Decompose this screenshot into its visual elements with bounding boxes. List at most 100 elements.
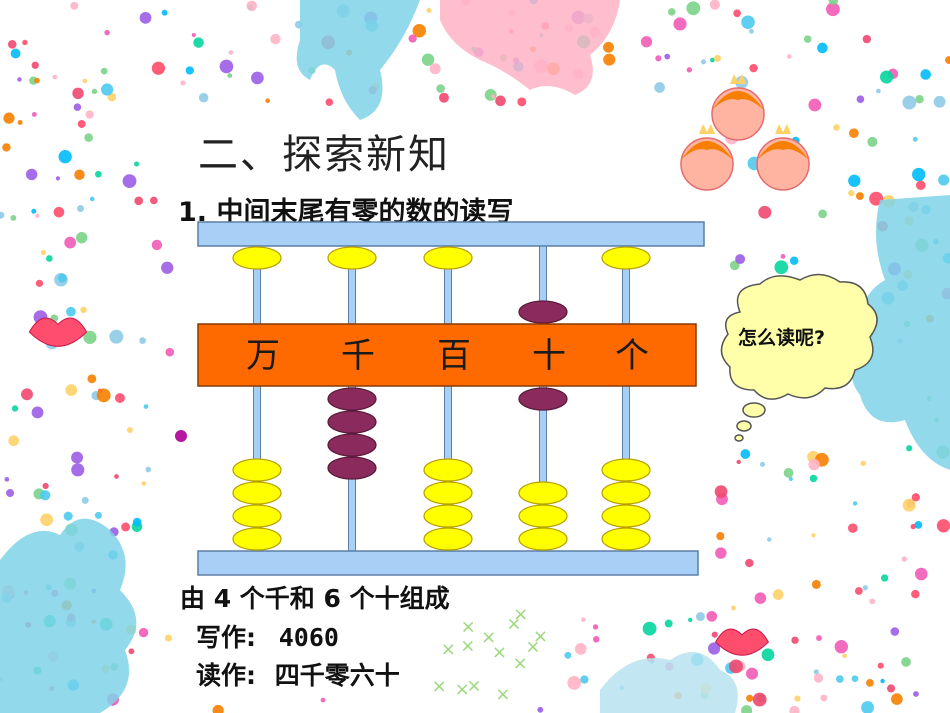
x-mark-decoration: × xyxy=(481,627,496,648)
confetti-dot xyxy=(808,98,822,112)
confetti-dot xyxy=(40,513,54,527)
x-mark-decoration: × xyxy=(506,614,521,635)
confetti-dot xyxy=(603,53,616,66)
confetti-dot xyxy=(911,589,920,599)
confetti-dot xyxy=(121,522,131,532)
confetti-dot xyxy=(788,477,793,482)
confetti-dot xyxy=(63,511,73,521)
bead-active xyxy=(327,433,377,457)
x-mark-decoration: × xyxy=(467,676,482,697)
confetti-dot xyxy=(902,498,916,512)
confetti-dot xyxy=(185,66,194,75)
confetti-dot xyxy=(901,657,911,667)
confetti-dot xyxy=(35,279,44,287)
confetti-dot xyxy=(867,136,878,147)
confetti-dot xyxy=(794,695,801,702)
confetti-dot xyxy=(640,36,653,48)
confetti-dot xyxy=(17,77,22,82)
bead-active xyxy=(327,410,377,434)
confetti-dot xyxy=(64,236,77,249)
confetti-dot xyxy=(915,180,926,191)
confetti-dot xyxy=(880,70,894,84)
confetti-dot xyxy=(191,32,196,38)
confetti-dot xyxy=(151,239,163,251)
page-title: 二、探索新知 xyxy=(198,132,450,178)
confetti-dot xyxy=(706,610,718,622)
confetti-dot xyxy=(21,388,33,401)
confetti-dot xyxy=(914,520,923,529)
confetti-dot xyxy=(581,617,586,622)
confetti-dot xyxy=(731,605,737,611)
confetti-dot xyxy=(836,675,844,683)
confetti-dot xyxy=(491,94,496,99)
confetti-dot xyxy=(436,84,445,93)
confetti-dot xyxy=(711,631,718,638)
confetti-dot xyxy=(100,67,108,75)
confetti-dot xyxy=(73,103,82,111)
confetti-dot xyxy=(820,694,828,702)
confetti-dot xyxy=(664,619,673,628)
confetti-dot xyxy=(31,406,44,419)
confetti-dot xyxy=(688,617,693,623)
confetti-dot xyxy=(729,659,743,674)
confetti-dot xyxy=(134,161,140,167)
confetti-dot xyxy=(886,684,896,693)
confetti-dot xyxy=(855,192,864,200)
confetti-dot xyxy=(270,33,281,45)
confetti-dot xyxy=(109,329,124,344)
confetti-dot xyxy=(11,405,19,412)
confetti-dot xyxy=(567,676,582,690)
confetti-dot xyxy=(736,459,741,465)
confetti-dot xyxy=(910,523,917,530)
face-hair xyxy=(757,141,809,160)
crown-icon xyxy=(699,124,715,134)
confetti-dot xyxy=(915,94,924,104)
x-mark-decoration: × xyxy=(533,626,548,647)
abacus-top-rail xyxy=(197,221,705,247)
confetti-dot xyxy=(848,523,858,533)
crown-icon xyxy=(730,74,746,84)
confetti-dot xyxy=(89,196,95,202)
face-hair xyxy=(712,91,764,110)
confetti-dot xyxy=(642,621,657,636)
confetti-dot xyxy=(913,691,919,697)
confetti-dot xyxy=(746,694,754,702)
confetti-dot xyxy=(22,39,28,46)
confetti-dot xyxy=(735,254,746,265)
confetti-dot xyxy=(76,231,88,244)
confetti-dot xyxy=(592,624,599,630)
confetti-dot xyxy=(40,249,46,256)
confetti-dot xyxy=(145,466,152,473)
confetti-dot xyxy=(180,80,186,86)
confetti-dot xyxy=(854,587,863,595)
confetti-dot xyxy=(767,537,772,542)
confetti-dot xyxy=(834,640,848,654)
bead xyxy=(423,481,473,505)
x-mark-decoration: × xyxy=(441,639,456,660)
confetti-dot xyxy=(126,427,133,434)
confetti-dot xyxy=(664,53,671,60)
confetti-dot xyxy=(484,88,497,101)
confetti-dot xyxy=(780,254,786,259)
confetti-dot xyxy=(862,34,872,44)
confetti-dot xyxy=(902,95,917,110)
confetti-dot xyxy=(920,69,931,80)
confetti-dot xyxy=(686,67,692,73)
confetti-dot xyxy=(34,77,40,84)
confetti-dot xyxy=(654,82,665,93)
confetti-dot xyxy=(716,532,725,541)
confetti-dot xyxy=(772,589,784,600)
thought-bubble xyxy=(720,273,878,442)
x-mark-decoration: × xyxy=(495,684,510,705)
confetti-dot xyxy=(912,167,926,182)
confetti-dot xyxy=(320,697,326,703)
confetti-dot xyxy=(71,463,85,477)
bead xyxy=(518,527,568,551)
confetti-dot xyxy=(891,693,903,705)
confetti-dot xyxy=(72,87,84,100)
splash-blue-top xyxy=(296,0,420,120)
bead xyxy=(601,246,651,270)
confetti-dot xyxy=(811,533,816,538)
bead xyxy=(601,504,651,528)
